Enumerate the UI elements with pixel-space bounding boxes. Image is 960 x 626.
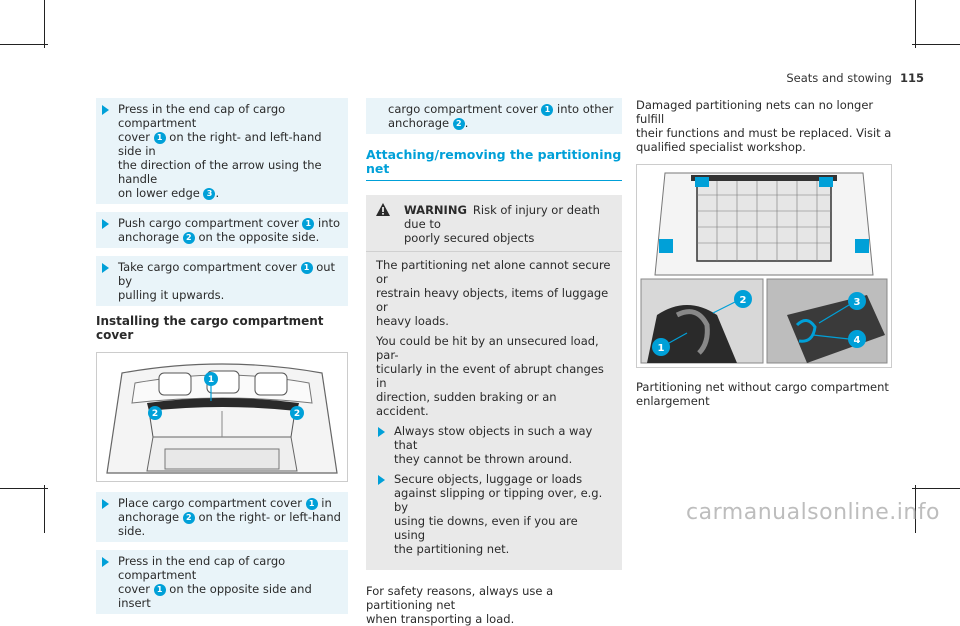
crop-mark (44, 485, 45, 533)
column-1: Press in the end cap of cargo compartmen… (96, 98, 348, 622)
crop-mark (44, 0, 45, 48)
intro-text: Damaged partitioning nets can no longer … (636, 98, 892, 154)
callout-marker (290, 406, 304, 420)
step-text: Place cargo compartment cover (118, 496, 306, 510)
instruction-step: Push cargo compartment cover 1 into anch… (96, 212, 348, 248)
warning-heading: Risk of injury or death due to poorly se… (404, 203, 600, 245)
callout-marker (148, 406, 162, 420)
callout-marker (848, 330, 866, 348)
arrow-icon (102, 263, 109, 273)
subheading: Installing the cargo compartment cover (96, 314, 324, 342)
step-text: in anchorage (118, 496, 332, 524)
arrow-icon (102, 219, 109, 229)
page-header: Seats and stowing 115 (786, 71, 924, 85)
warning-triangle-icon (376, 203, 390, 219)
step-content: Press in the end cap of cargo compartmen… (118, 102, 322, 200)
instruction-step: Press in the end cap of cargo compartmen… (96, 98, 348, 204)
instruction-step: Take cargo compartment cover 1 out by pu… (96, 256, 348, 306)
callout-badge: 2 (182, 512, 195, 524)
callout-badge: 2 (182, 232, 195, 244)
step-text: into other anchorage (388, 102, 614, 130)
callout-label: 2 (294, 409, 300, 419)
arrow-icon (102, 105, 109, 115)
callout-badge: 1 (300, 262, 313, 274)
callout-marker (734, 290, 752, 308)
step-text: Press in the end cap of cargo compartmen… (118, 102, 286, 144)
column-3: Damaged partitioning nets can no longer … (636, 98, 894, 408)
warning-paragraph: You could be hit by an unsecured load, p… (376, 334, 604, 418)
crop-mark (0, 44, 48, 45)
arrow-icon (378, 427, 385, 437)
step-text: out by pulling it upwards. (118, 260, 336, 302)
page-number: 115 (899, 71, 924, 85)
cargo-cover-figure: 1 2 2 (96, 352, 348, 482)
callout-label: 4 (854, 335, 861, 346)
step-text: cargo compartment cover (388, 102, 542, 116)
callout-badge: 1 (302, 218, 315, 230)
step-text: Push cargo compartment cover (118, 216, 303, 230)
crop-mark (912, 44, 960, 45)
callout-badge: 1 (541, 104, 554, 116)
warning-label: WARNING (404, 203, 467, 217)
step-list: Press in the end cap of cargo compartmen… (96, 98, 348, 306)
step-content: Place cargo compartment cover 1 in ancho… (118, 496, 341, 538)
step-text: into anchorage (118, 216, 341, 244)
step-text: on the right- or left-hand side. (118, 510, 341, 538)
column-2: cargo compartment cover 1 into other anc… (366, 98, 622, 626)
partition-net-figure: 2 1 3 4 (636, 164, 892, 368)
callout-marker (204, 372, 218, 386)
step-content: Take cargo compartment cover 1 out by pu… (118, 260, 335, 302)
callout-badge: 3 (203, 188, 216, 200)
crop-mark (915, 485, 916, 533)
arrow-icon (378, 475, 385, 485)
step-content: Press in the end cap of cargo compartmen… (118, 554, 312, 610)
callout-marker (848, 292, 866, 310)
step-text: . (464, 116, 469, 130)
section-heading: Attaching/removing the partitioning net (366, 148, 622, 181)
warning-item-text: Always stow objects in such a way that t… (394, 424, 593, 466)
step-content: Push cargo compartment cover 1 into anch… (118, 216, 340, 244)
warning-item-text: Secure objects, luggage or loads against… (394, 472, 603, 556)
crop-mark (0, 488, 48, 489)
crop-mark (915, 0, 916, 48)
step-text: on the opposite side. (194, 230, 320, 244)
callout-label: 1 (658, 343, 665, 354)
warning-item: Always stow objects in such a way that t… (376, 424, 612, 466)
step-text: on the right- and left-hand side in the … (118, 130, 322, 200)
callout-label: 2 (740, 295, 747, 306)
watermark: carmanualsonline.info (686, 500, 940, 525)
callout-badge: 2 (452, 118, 465, 130)
step-text: . (215, 186, 220, 200)
arrow-icon (102, 499, 109, 509)
callout-label: 1 (208, 375, 214, 385)
callout-label: 2 (152, 409, 158, 419)
callout-badge: 1 (153, 584, 166, 596)
figure-caption: Partitioning net without cargo compartme… (636, 380, 889, 408)
callout-badge: 1 (153, 132, 166, 144)
section-title: Seats and stowing (786, 71, 892, 85)
crop-mark (912, 488, 960, 489)
warning-item: Secure objects, luggage or loads against… (376, 472, 612, 556)
warning-paragraph: The partitioning net alone cannot secure… (376, 258, 611, 328)
step-list: Place cargo compartment cover 1 in ancho… (96, 492, 348, 614)
callout-badge: 1 (305, 498, 318, 510)
safety-note: For safety reasons, always use a partiti… (366, 584, 554, 626)
continued-step: cargo compartment cover 1 into other anc… (366, 98, 622, 134)
callout-label: 3 (854, 297, 861, 308)
step-text: Take cargo compartment cover (118, 260, 301, 274)
instruction-step: Press in the end cap of cargo compartmen… (96, 550, 348, 614)
callout-marker (652, 338, 670, 356)
arrow-icon (102, 557, 109, 567)
instruction-step: Place cargo compartment cover 1 in ancho… (96, 492, 348, 542)
